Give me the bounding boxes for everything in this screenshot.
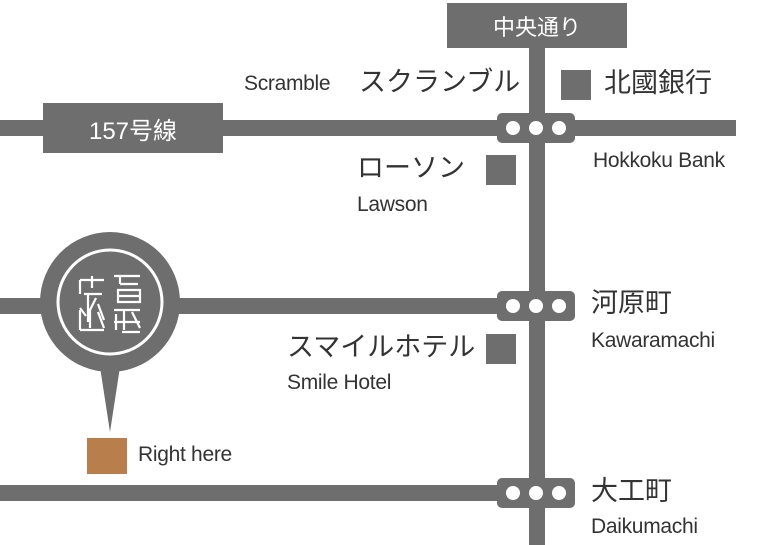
traffic-signal-icon — [497, 291, 575, 321]
signal-light — [506, 121, 520, 135]
smile-hotel-label-en: Smile Hotel — [287, 371, 392, 394]
lawson-label-en: Lawson — [357, 193, 428, 216]
signal-light — [529, 121, 543, 135]
daikumachi-road — [0, 485, 545, 501]
right-here-marker-icon — [87, 438, 127, 474]
logo-mark — [78, 274, 142, 334]
signal-light — [506, 299, 520, 313]
signal-light — [552, 299, 566, 313]
signal-light — [529, 299, 543, 313]
smile-hotel-label-jp: スマイルホテル — [287, 332, 476, 362]
daikumachi-label-en: Daikumachi — [591, 515, 698, 538]
signal-light — [552, 486, 566, 500]
traffic-signal-icon — [497, 478, 575, 508]
hokkoku-label-en: Hokkoku Bank — [593, 149, 725, 172]
signal-light — [552, 121, 566, 135]
scramble-label-en: Scramble — [244, 72, 331, 95]
route-157-label: 157号線 — [43, 103, 223, 153]
right-here-label: Right here — [138, 443, 232, 466]
location-pin-icon — [40, 232, 180, 432]
pin-logo-ring — [56, 248, 164, 356]
pin-outer-circle — [40, 232, 180, 372]
kawaramachi-label-jp: 河原町 — [591, 288, 672, 318]
daikumachi-label-jp: 大工町 — [591, 476, 672, 506]
traffic-signal-icon — [497, 113, 575, 143]
pin-pointer — [100, 367, 120, 432]
signal-light — [529, 486, 543, 500]
scramble-label-jp: スクランブル — [359, 67, 521, 97]
lawson-label-jp: ローソン — [357, 153, 465, 183]
kawaramachi-label-en: Kawaramachi — [591, 329, 715, 352]
smile-hotel-marker-icon — [486, 334, 516, 364]
chuo-dori-label: 中央通り — [447, 3, 627, 48]
hokkoku-label-jp: 北國銀行 — [604, 68, 712, 98]
lawson-marker-icon — [486, 155, 516, 185]
hokkoku-bank-marker-icon — [561, 70, 591, 100]
signal-light — [506, 486, 520, 500]
